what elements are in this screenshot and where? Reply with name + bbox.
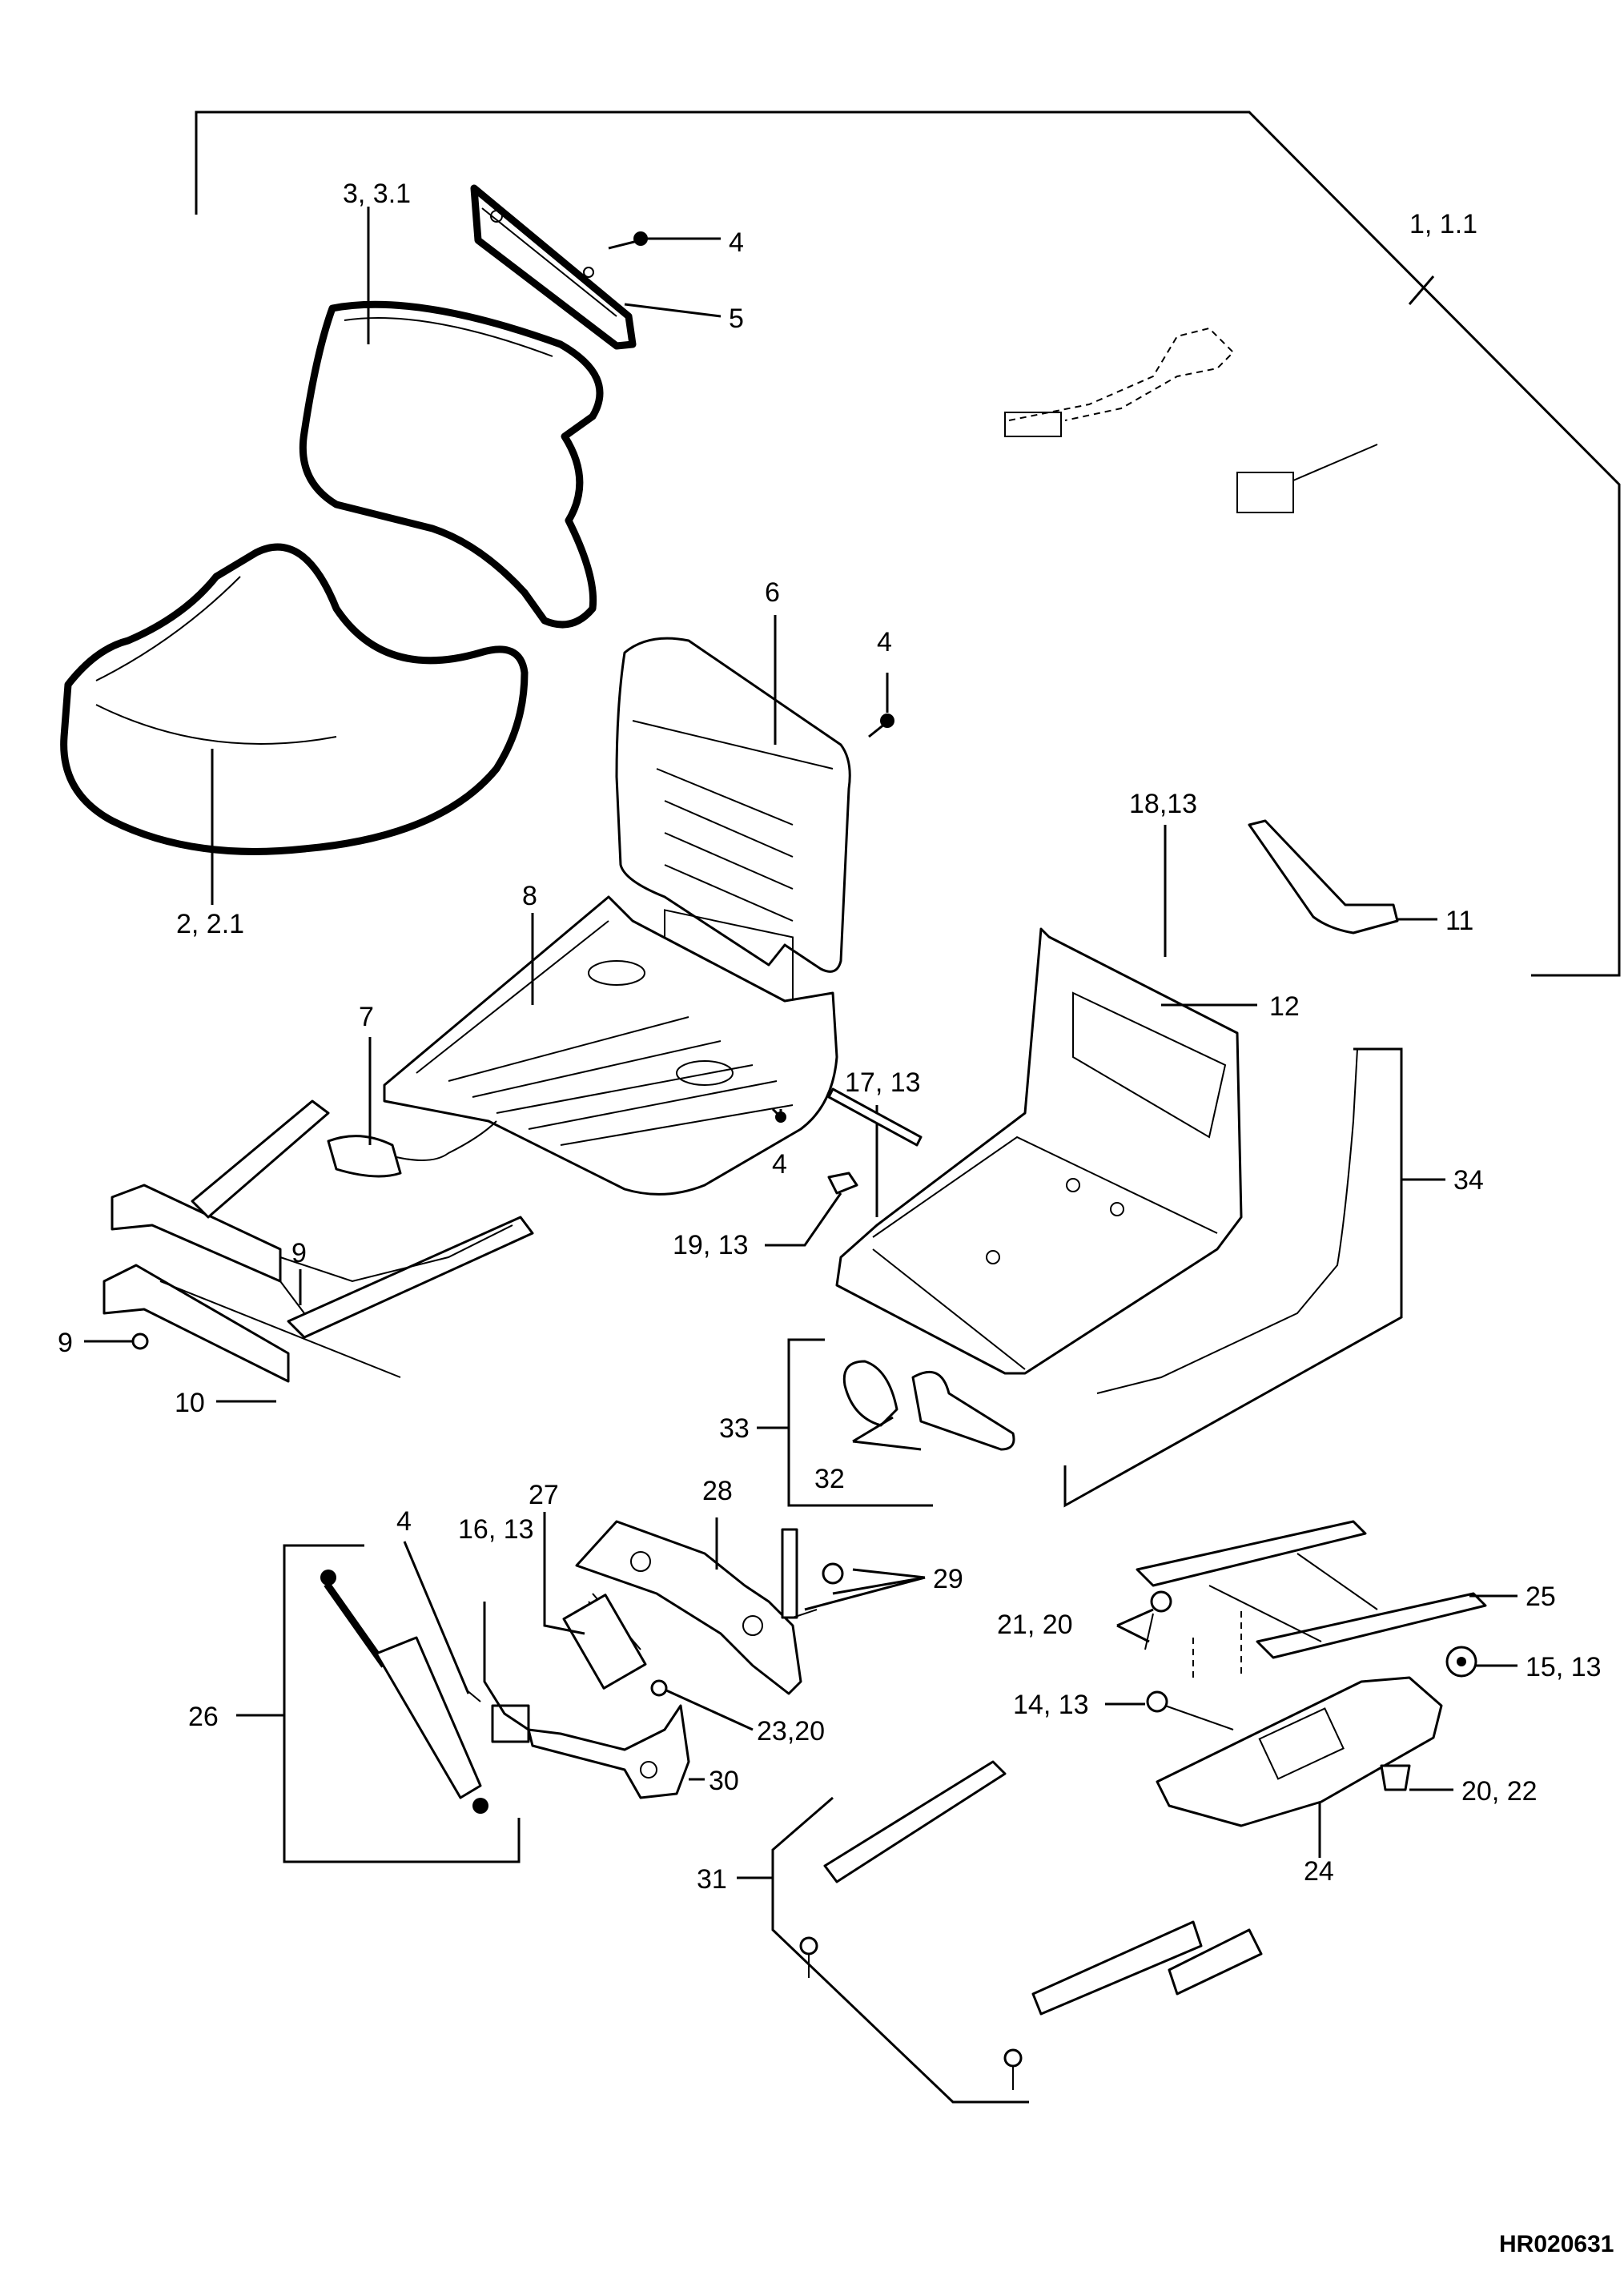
label-2-2-1: 2, 2.1: [176, 909, 245, 939]
label-8: 8: [522, 881, 537, 911]
screw-icon: [868, 713, 894, 738]
label-9a: 9: [58, 1328, 73, 1358]
label-16-13: 16, 13: [458, 1514, 534, 1545]
bracket-29-part: [781, 1528, 844, 1619]
label-24: 24: [1304, 1856, 1334, 1887]
label-12: 12: [1269, 991, 1300, 1022]
label-20-22: 20, 22: [1461, 1776, 1538, 1807]
seatbelt-strap: [1292, 444, 1378, 481]
backrest-cushion-part: [299, 300, 604, 629]
assembly-bracket-line: [195, 111, 1621, 977]
leader-4d: [403, 1541, 470, 1694]
nut-23-part: [650, 1679, 668, 1697]
lever-33-part: [911, 1370, 1015, 1451]
leader-5: [624, 303, 722, 318]
bracket-26-line: [283, 1544, 521, 1863]
nut-icon: [131, 1332, 149, 1350]
cable-34-part: [1096, 1048, 1358, 1394]
bumper-20-part: [1380, 1764, 1411, 1791]
leader-23: [664, 1688, 754, 1731]
leader-16: [483, 1602, 529, 1731]
bolt-14-part: [1146, 1690, 1234, 1730]
label-17-13: 17, 13: [845, 1067, 921, 1098]
label-32: 32: [814, 1464, 845, 1494]
label-21-20: 21, 20: [997, 1610, 1073, 1640]
bracket-19-part: [827, 1172, 858, 1195]
label-14-13: 14, 13: [1013, 1690, 1089, 1720]
label-26: 26: [188, 1702, 219, 1732]
leader-29a: [832, 1576, 926, 1595]
bracket-11-part: [1248, 819, 1399, 935]
seat-pan-part: [383, 895, 838, 1196]
leader-21b: [1116, 1624, 1150, 1643]
mechanism-28-part: [575, 1520, 802, 1695]
leader-21a: [1116, 1608, 1154, 1627]
figure-code: HR020631: [1499, 2231, 1614, 2257]
bracket-33-line: [787, 1338, 933, 1507]
label-28: 28: [702, 1476, 733, 1506]
label-33: 33: [719, 1413, 750, 1444]
label-31: 31: [697, 1864, 727, 1895]
label-11: 11: [1445, 906, 1474, 936]
screw-icon: [608, 231, 648, 250]
label-27: 27: [529, 1480, 559, 1510]
gas-spring-26-part: [320, 1570, 488, 1814]
leader-1: [1408, 275, 1435, 305]
dashed-assembly-line: [1192, 1610, 1242, 1678]
rail-25-part: [1136, 1520, 1487, 1659]
backrest-frame-part: [615, 637, 851, 1083]
label-23-20: 23,20: [757, 1716, 826, 1746]
label-4a: 4: [729, 227, 744, 258]
rail-31-part: [799, 1760, 1263, 2090]
bolt-21-part: [1144, 1590, 1172, 1650]
bolt-16-part: [465, 1689, 530, 1743]
label-15-13: 15, 13: [1526, 1652, 1602, 1682]
nut-15-part: [1445, 1646, 1477, 1678]
scissor-frame-part: [103, 1099, 534, 1383]
label-3-3-1: 3, 3.1: [343, 179, 412, 209]
seat-cushion-part: [60, 543, 529, 855]
label-7: 7: [359, 1002, 374, 1032]
leader-32b: [852, 1440, 922, 1451]
base-24-part: [1156, 1676, 1443, 1827]
label-34: 34: [1453, 1165, 1484, 1196]
label-4d: 4: [396, 1506, 412, 1537]
leader-32: [852, 1416, 894, 1443]
leader-29b: [804, 1576, 926, 1611]
bracket-34-line: [1063, 1047, 1403, 1508]
label-1-1: 1, 1.1: [1409, 209, 1478, 239]
seatbelt-latch-part: [1004, 412, 1062, 437]
label-25: 25: [1526, 1582, 1556, 1612]
knob-33-part: [842, 1360, 898, 1427]
seatbelt-buckle-part: [1236, 472, 1294, 513]
headrest-part: [470, 184, 637, 350]
label-19-13: 19, 13: [673, 1230, 749, 1260]
leader-27: [543, 1512, 585, 1635]
rail-17-part: [827, 1087, 923, 1147]
linkage-30-part: [527, 1704, 690, 1799]
leader-19: [765, 1192, 842, 1247]
seatbelt-retractor-part: [1008, 327, 1235, 421]
seat-frame-part: [835, 927, 1243, 1375]
label-4b: 4: [877, 627, 892, 657]
label-4c: 4: [772, 1149, 787, 1180]
bracket-31-line: [771, 1796, 1029, 2104]
label-18-13: 18,13: [1129, 789, 1198, 819]
leader-29c: [852, 1568, 926, 1579]
label-9b: 9: [291, 1238, 307, 1268]
label-30: 30: [709, 1766, 739, 1796]
label-6: 6: [765, 577, 780, 608]
spring-27-part: [562, 1593, 647, 1690]
label-29: 29: [933, 1564, 963, 1594]
lever-handle-part: [327, 1120, 497, 1178]
label-5: 5: [729, 303, 744, 334]
label-10: 10: [175, 1388, 205, 1418]
